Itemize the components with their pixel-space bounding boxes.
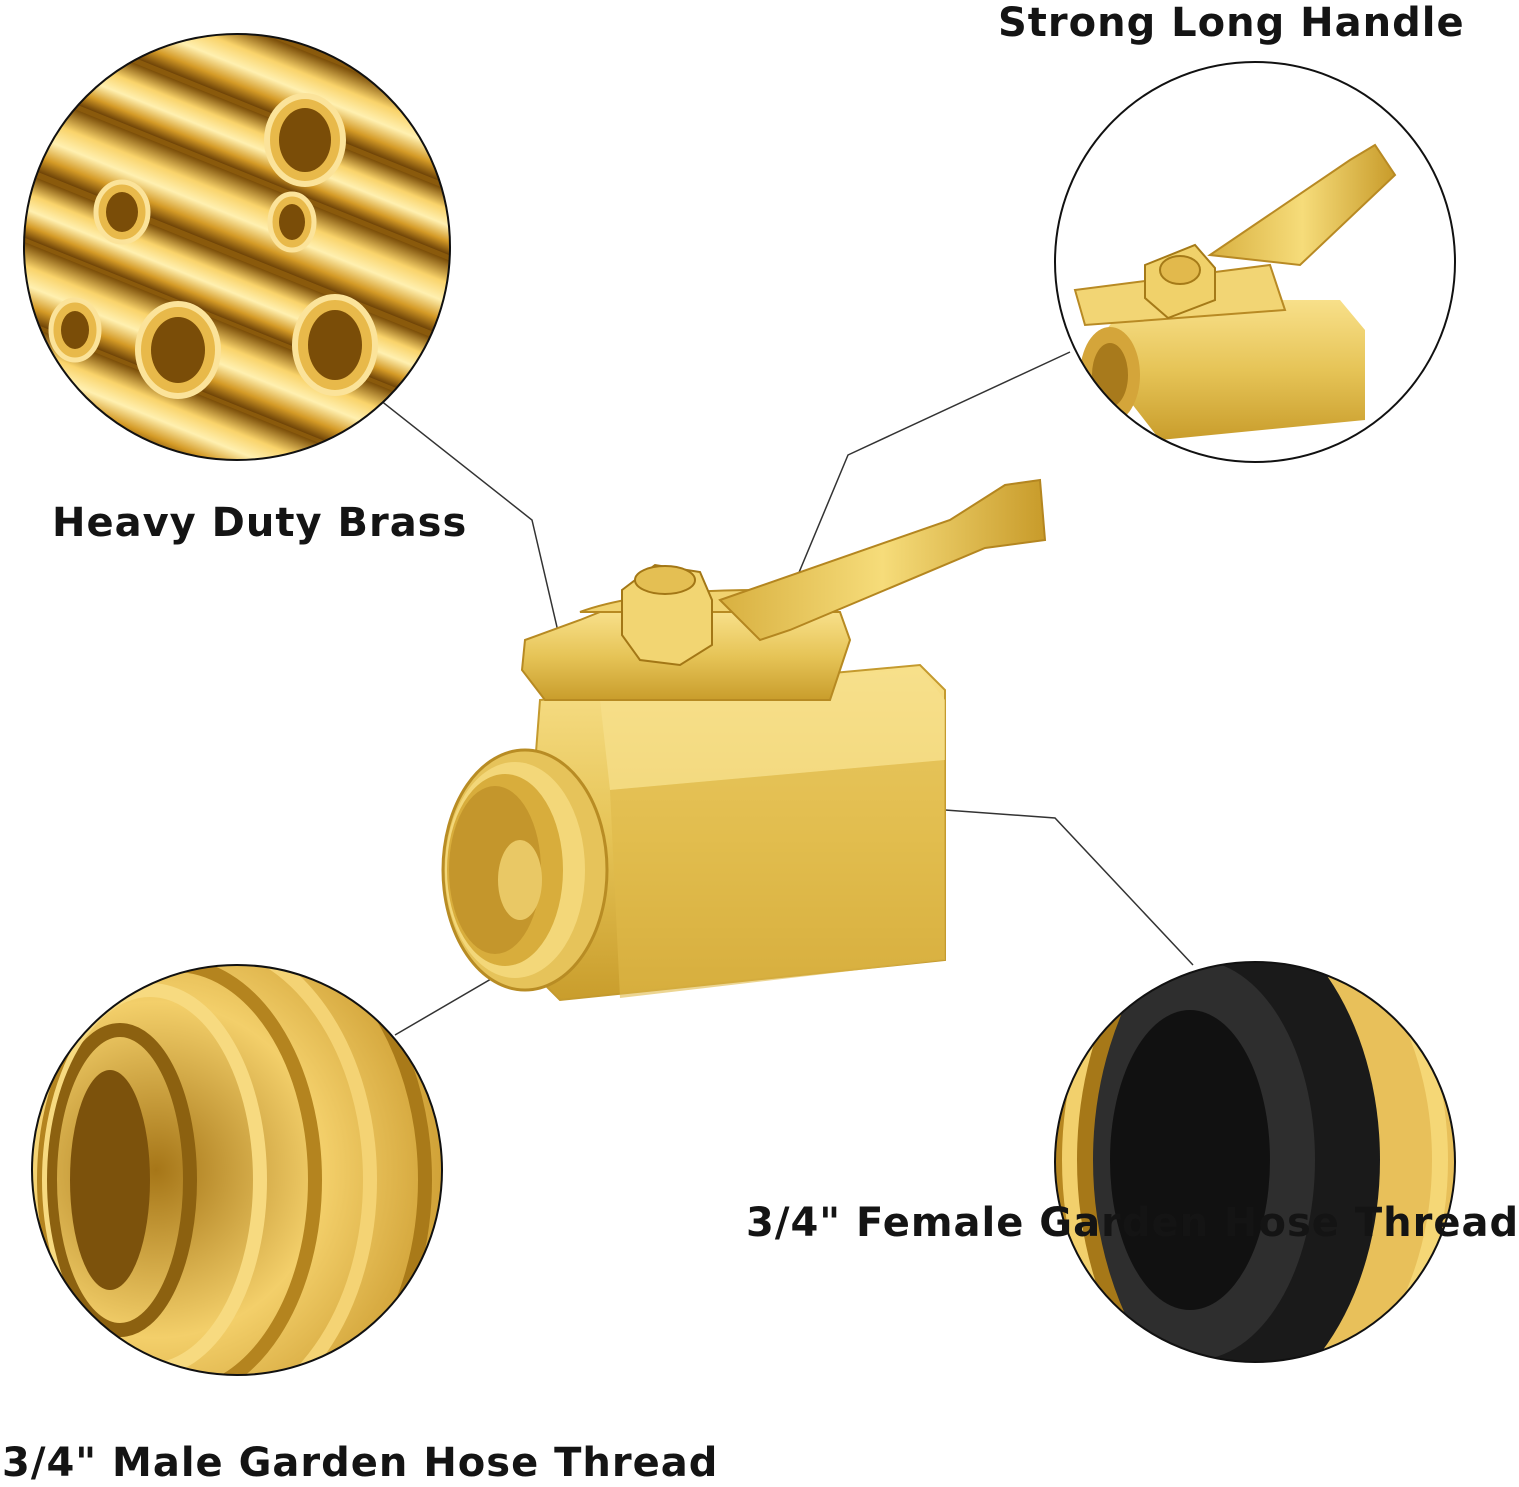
strong-long-handle-label: Strong Long Handle xyxy=(998,0,1465,46)
female-thread-detail-circle xyxy=(1055,962,1455,1362)
heavy-duty-brass-label: Heavy Duty Brass xyxy=(52,500,468,546)
female-thread-label: 3/4" Female Garden Hose Thread xyxy=(746,1200,1519,1246)
shutoff-valve-illustration xyxy=(441,478,1047,1002)
brass-tubes-detail-circle xyxy=(24,34,450,460)
male-thread-detail-circle xyxy=(32,965,442,1375)
handle-detail-circle xyxy=(1055,62,1455,462)
male-thread-label: 3/4" Male Garden Hose Thread xyxy=(2,1440,719,1486)
